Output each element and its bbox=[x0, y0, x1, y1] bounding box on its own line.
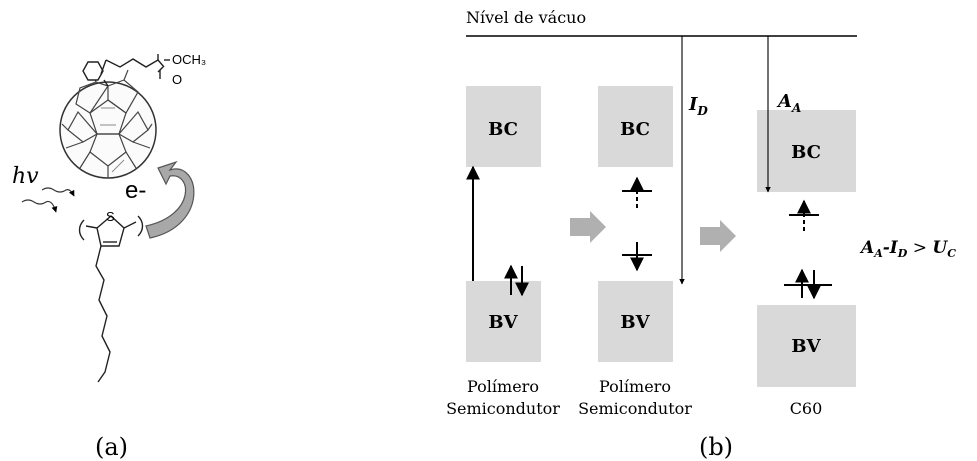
column3-bc-box bbox=[757, 110, 856, 192]
column2-bv-label: BV bbox=[620, 312, 650, 333]
vacuum-level-label: Nível de vácuo bbox=[466, 8, 586, 27]
sulfur-label: S bbox=[106, 209, 115, 224]
energy-condition: AA-ID > UC bbox=[859, 238, 956, 260]
carbonyl-o-label: O bbox=[172, 72, 182, 87]
column3-caption: C60 bbox=[790, 399, 823, 418]
wavy-light-arrow-2 bbox=[21, 199, 58, 213]
column3-bv-label: BV bbox=[791, 336, 821, 357]
light-hv-label: hv bbox=[12, 164, 39, 189]
column3-bc-label: BC bbox=[791, 142, 821, 163]
panel-a-molecules: O OCH₃ hv e- S (a) bbox=[12, 52, 206, 461]
panel-b-energy-diagram: Nível de vácuo BC BV Polímero Semicondut… bbox=[446, 8, 956, 461]
affinity-label: AA bbox=[776, 91, 801, 115]
electron-label: e- bbox=[125, 177, 146, 204]
panel-b-label: (b) bbox=[699, 433, 733, 461]
column2-caption-line1: Polímero bbox=[599, 377, 671, 396]
column1-bc-label: BC bbox=[488, 119, 518, 140]
column1-bc-box bbox=[466, 86, 541, 167]
column2-bv-box bbox=[598, 281, 673, 362]
column1-caption-line1: Polímero bbox=[467, 377, 539, 396]
column2-bc-label: BC bbox=[620, 119, 650, 140]
column2-caption-line2: Semicondutor bbox=[578, 399, 692, 418]
process-arrow-1 bbox=[570, 211, 606, 243]
electron-transfer-arrow bbox=[145, 160, 195, 239]
column1-caption-line2: Semicondutor bbox=[446, 399, 560, 418]
ionization-label: ID bbox=[688, 94, 708, 118]
fullerene-c60 bbox=[59, 69, 157, 179]
column1-bv-label: BV bbox=[488, 312, 518, 333]
column2-bc-box bbox=[598, 86, 673, 167]
panel-a-label: (a) bbox=[95, 433, 128, 461]
process-arrow-2 bbox=[700, 220, 736, 252]
wavy-light-arrow-1 bbox=[41, 187, 75, 197]
pcbm-side-chain bbox=[82, 54, 170, 87]
column3-bv-box bbox=[757, 305, 856, 387]
thiophene-ring bbox=[78, 215, 144, 383]
ester-label: OCH₃ bbox=[172, 52, 206, 67]
